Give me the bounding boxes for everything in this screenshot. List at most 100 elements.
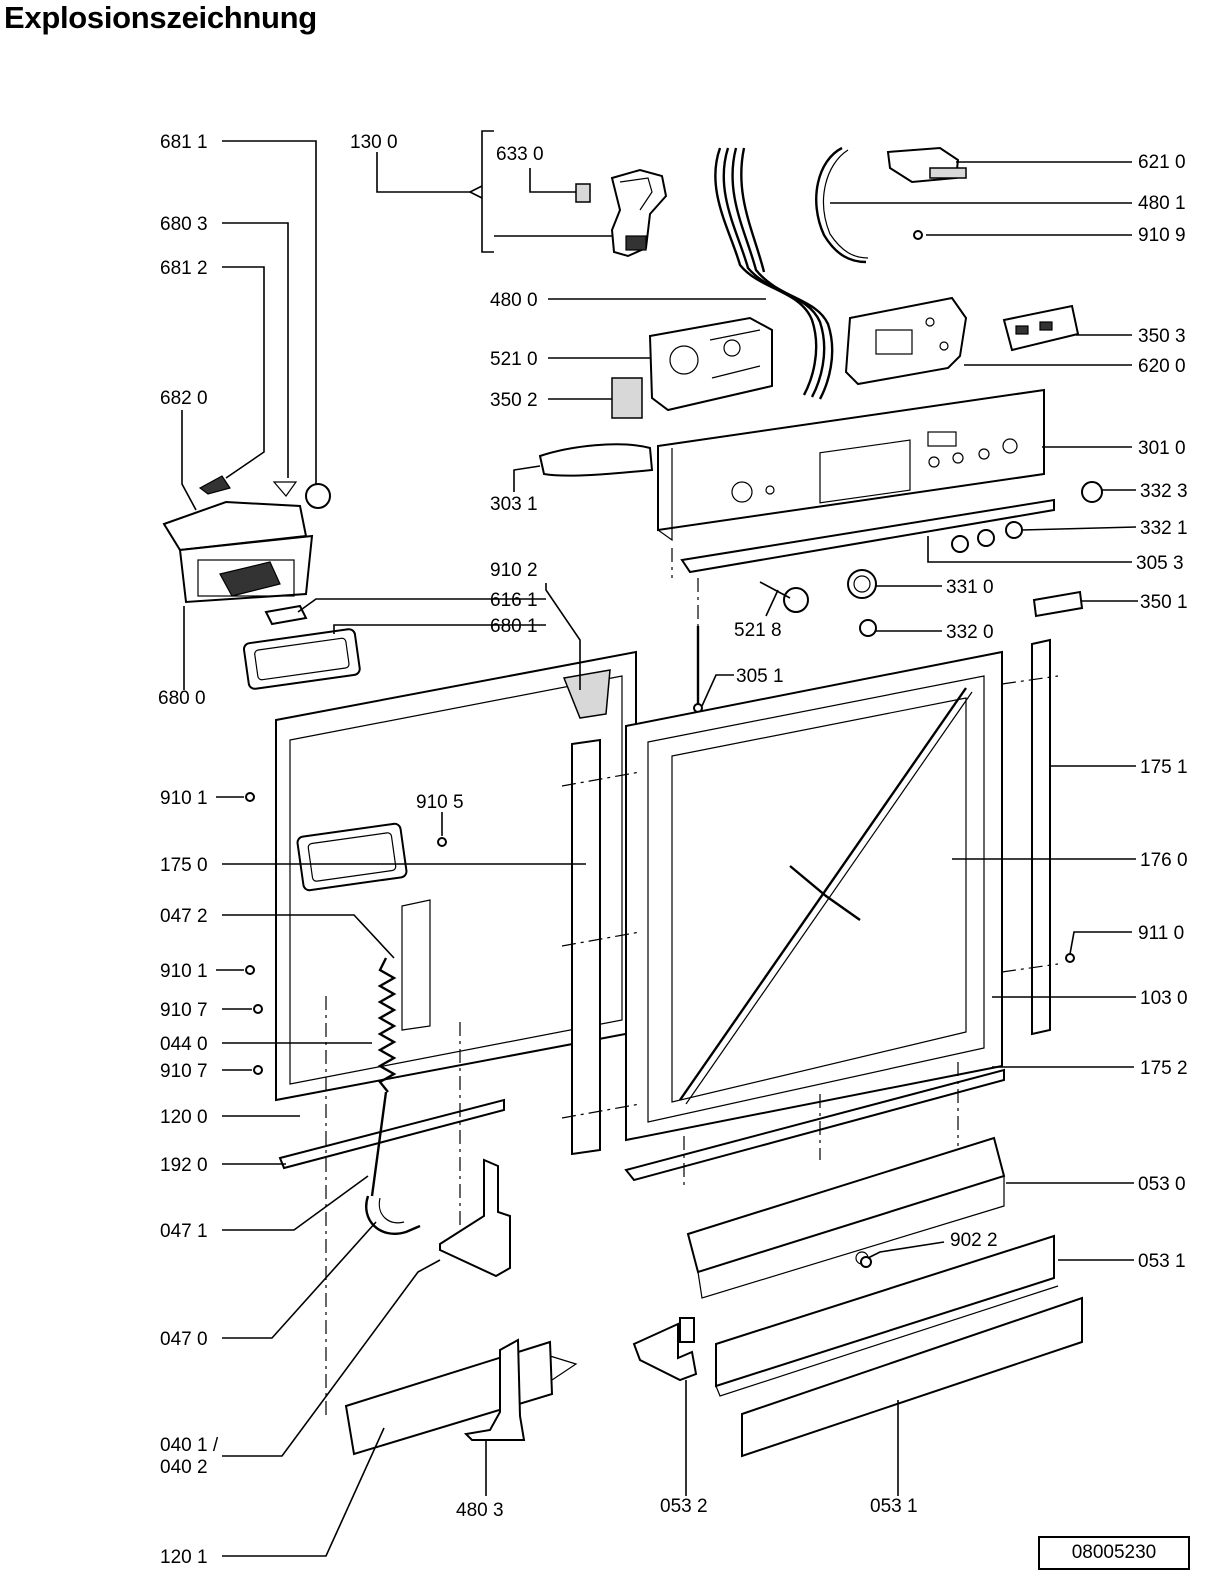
label-350-1: 350 1 [1140,592,1188,613]
label-331-0: 331 0 [946,577,994,598]
label-681-1: 681 1 [160,132,208,153]
part-handle-303-1 [538,443,654,477]
label-301-0: 301 0 [1138,438,1186,459]
label-047-1: 047 1 [160,1221,208,1242]
alignment-lines [325,548,1059,1420]
label-633-0: 633 0 [496,144,544,165]
label-044-0: 044 0 [160,1034,208,1055]
part-spring-044-0 [377,957,397,1093]
label-350-3: 350 3 [1138,326,1186,347]
part-knob-521-8 [783,587,809,613]
label-103-0: 103 0 [1140,988,1188,1009]
part-electronic-module [648,316,773,412]
label-175-0: 175 0 [160,855,208,876]
part-screw-902-2 [860,1256,872,1268]
label-053-1-bottom: 053 1 [870,1496,918,1517]
part-inner-door-120-0 [275,650,637,1156]
label-910-1-lower: 910 1 [160,961,208,982]
label-902-2: 902 2 [950,1230,998,1251]
label-303-1: 303 1 [490,494,538,515]
label-480-3: 480 3 [456,1500,504,1521]
part-strip-192-0 [278,1098,505,1170]
label-175-1: 175 1 [1140,757,1188,778]
leader-lines [181,130,1138,1557]
label-047-0: 047 0 [160,1329,208,1350]
part-dispenser [162,475,331,604]
label-120-0: 120 0 [160,1107,208,1128]
label-130-0: 130 0 [350,132,398,153]
part-seal-680-1 [242,628,361,690]
part-strip-305-3 [680,498,1055,574]
label-305-3: 305 3 [1136,553,1184,574]
label-192-0: 192 0 [160,1155,208,1176]
document-number-box: 08005230 [1038,1536,1190,1570]
label-305-1: 305 1 [736,666,784,687]
label-053-1-right: 053 1 [1138,1251,1186,1272]
label-053-2: 053 2 [660,1496,708,1517]
label-521-8: 521 8 [734,620,782,641]
part-bracket-480-3 [463,1338,526,1441]
part-screw-910-5 [437,837,447,847]
part-door-lock [575,168,668,258]
part-knob-331-0 [847,569,877,599]
part-control-panel [657,388,1045,542]
label-047-2: 047 2 [160,906,208,927]
label-681-2: 681 2 [160,258,208,279]
part-screw-910-1b [245,965,255,975]
label-910-1-upper: 910 1 [160,788,208,809]
part-350-3 [1002,304,1080,352]
part-switch-621 [886,146,967,184]
label-176-0: 176 0 [1140,850,1188,871]
part-screw-911-0 [1065,953,1075,963]
label-053-0: 053 0 [1138,1174,1186,1195]
part-350-1 [1032,590,1084,618]
label-910-7-lower: 910 7 [160,1061,208,1082]
label-680-0: 680 0 [158,688,206,709]
part-plinth-053-1-lower [741,1296,1083,1458]
part-cable-480-1 [815,146,867,264]
part-display-holder [844,296,968,386]
part-side-strip-175-1 [1031,638,1051,1036]
label-911-0: 911 0 [1138,923,1184,944]
label-621-0: 621 0 [1138,152,1186,173]
part-bracket-040 [439,1158,511,1278]
label-480-1: 480 1 [1138,193,1186,214]
label-332-0: 332 0 [946,622,994,643]
part-616-1 [264,604,308,626]
label-175-2: 175 2 [1140,1058,1188,1079]
label-350-2: 350 2 [490,390,538,411]
label-120-1: 120 1 [160,1547,208,1568]
part-wire-harness [714,147,834,400]
label-682-0: 682 0 [160,388,208,409]
label-910-5: 910 5 [416,792,464,813]
label-910-2: 910 2 [490,560,538,581]
part-strip-175-2 [624,1068,1005,1182]
label-040-1: 040 1 / [160,1435,219,1456]
part-knob-332-0 [859,619,877,637]
page-title: Explosionszeichnung [4,0,317,35]
part-outer-door-176-0 [625,650,1003,1142]
part-screw-910-9 [913,230,923,240]
label-680-1: 680 1 [490,616,538,637]
label-616-1: 616 1 [490,590,538,611]
label-910-9: 910 9 [1138,225,1186,246]
part-screw-910-7a [253,1004,263,1014]
label-910-7-upper: 910 7 [160,1000,208,1021]
part-350-2 [611,377,643,419]
part-screw-910-1a [245,792,255,802]
part-screw-910-7b [253,1065,263,1075]
part-plinth-053-1-front [715,1234,1055,1388]
label-332-3: 332 3 [1140,481,1188,502]
part-bracket-053-2 [632,1322,698,1382]
label-521-0: 521 0 [490,349,538,370]
part-knob-332-3 [1081,481,1103,503]
part-buttons-332-1 [951,521,1023,553]
label-480-0: 480 0 [490,290,538,311]
part-plinth-053-0 [686,1136,1006,1274]
label-332-1: 332 1 [1140,518,1188,539]
label-620-0: 620 0 [1138,356,1186,377]
label-680-3: 680 3 [160,214,208,235]
label-040-2: 040 2 [160,1457,208,1478]
part-hinge-047-0 [365,1195,421,1235]
